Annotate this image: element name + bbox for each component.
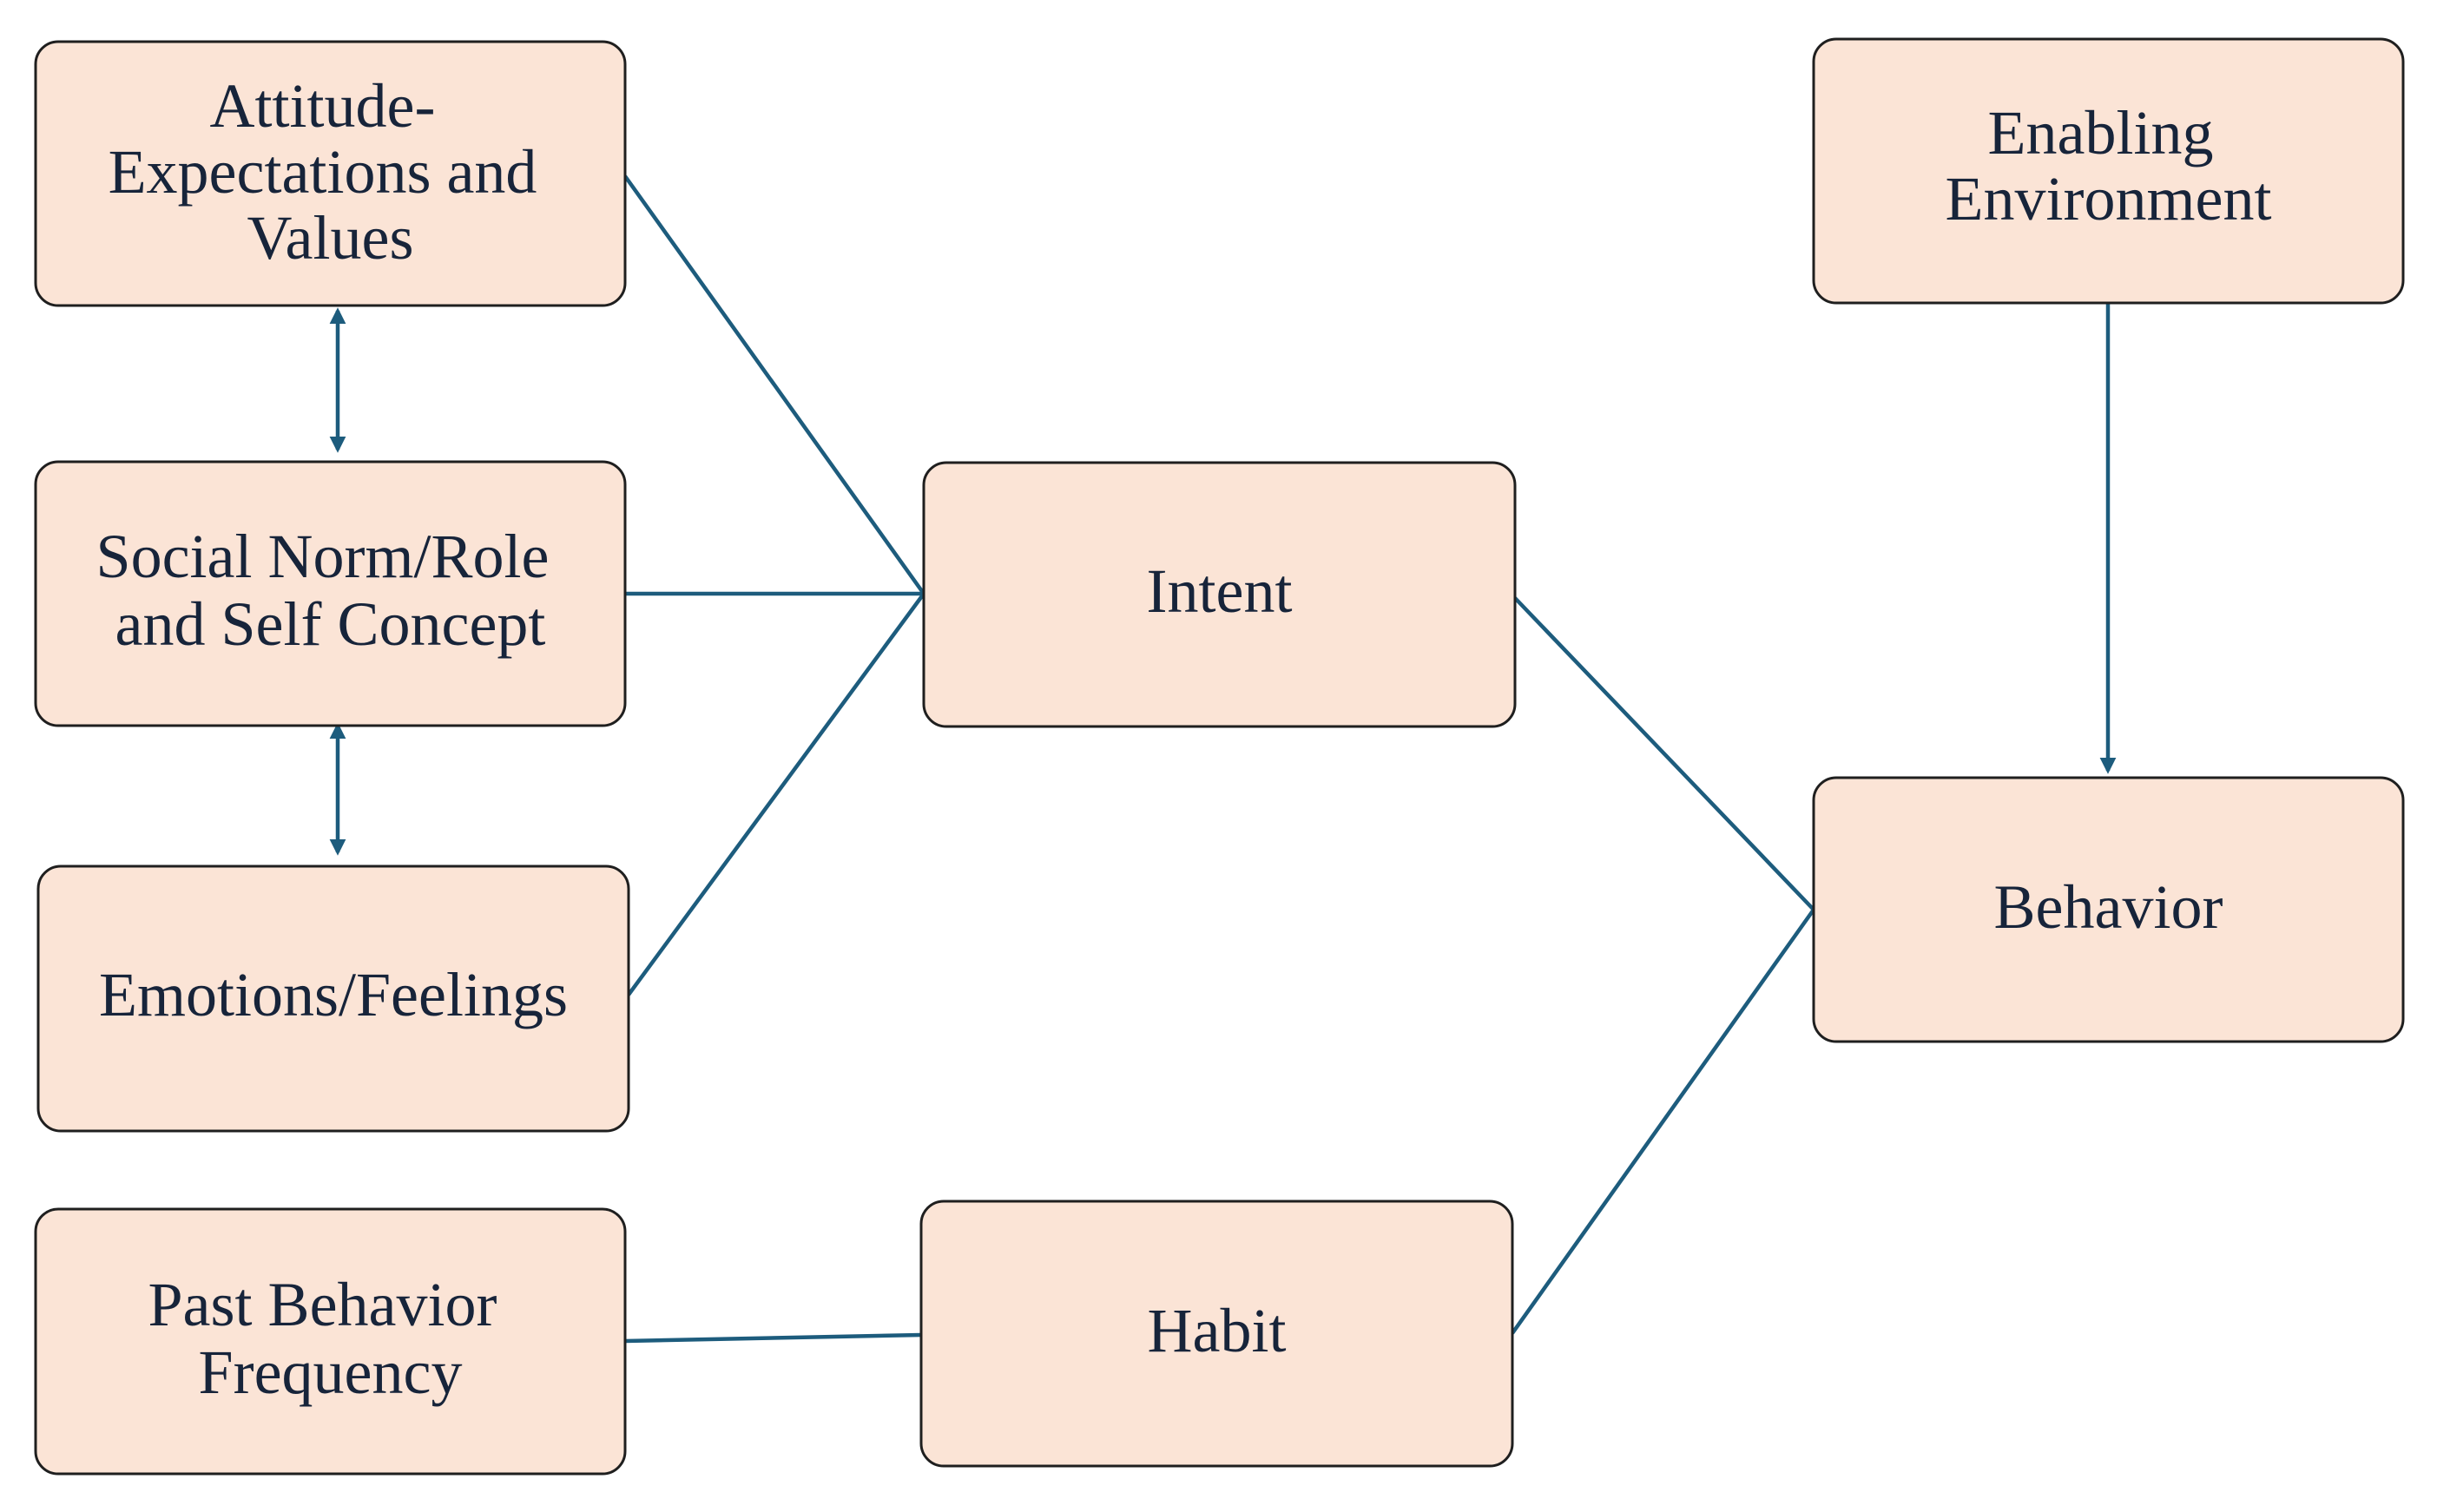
node-intent-line-1: Intent	[1147, 556, 1293, 626]
link-intent-to-behavior	[1513, 596, 1815, 911]
svg-text:Attitude- Expectations a: Attitude- Expectations and Values	[109, 71, 553, 273]
node-past-behavior: Past Behavior Frequency	[34, 1207, 627, 1476]
node-intent: Intent	[922, 461, 1517, 728]
svg-text:Behavior: Behavior	[1994, 872, 2223, 942]
node-past-behavior-line-2: Frequency	[199, 1338, 463, 1407]
link-past-behavior-to-habit	[624, 1332, 922, 1344]
node-behavior-line-1: Behavior	[1994, 872, 2223, 942]
node-social-norm-line-2: and Self Concept	[115, 589, 546, 659]
svg-text:Habit: Habit	[1148, 1296, 1287, 1365]
svg-text:Enabling Environment: Enabling Environment	[1946, 98, 2272, 233]
node-behavior: Behavior	[1812, 776, 2405, 1043]
link-habit-to-behavior	[1511, 908, 1815, 1335]
svg-text:Intent: Intent	[1147, 556, 1293, 626]
node-attitude-line-2: Expectations and	[109, 137, 537, 207]
node-emotions-line-1: Emotions/Feelings	[99, 960, 568, 1029]
link-attitude-to-intent	[623, 174, 925, 595]
node-attitude-line-1: Attitude-	[210, 71, 436, 141]
node-attitude-line-3: Values	[247, 203, 414, 273]
node-social-norm-line-1: Social Norm/Role	[96, 522, 550, 591]
node-past-behavior-line-1: Past Behavior	[148, 1270, 497, 1339]
svg-text:Past Behavior Frequency: Past Behavior Frequency	[148, 1270, 513, 1407]
svg-text:Social Norm/Role and Sel: Social Norm/Role and Self Concept	[96, 522, 565, 659]
link-emotions-to-intent	[627, 592, 925, 996]
node-enabling-environment: Enabling Environment	[1812, 37, 2405, 305]
node-emotions: Emotions/Feelings	[36, 864, 630, 1133]
connector-layer	[329, 174, 2117, 1344]
node-habit: Habit	[919, 1200, 1514, 1468]
node-enabling-environment-line-1: Enabling	[1988, 98, 2214, 168]
node-attitude: Attitude- Expectations and Values	[34, 40, 627, 307]
node-habit-line-1: Habit	[1148, 1296, 1287, 1365]
node-enabling-environment-line-2: Environment	[1946, 164, 2272, 233]
svg-text:Emotions/Feelings: Emotions/Feelings	[99, 960, 568, 1029]
node-social-norm: Social Norm/Role and Self Concept	[34, 460, 627, 727]
